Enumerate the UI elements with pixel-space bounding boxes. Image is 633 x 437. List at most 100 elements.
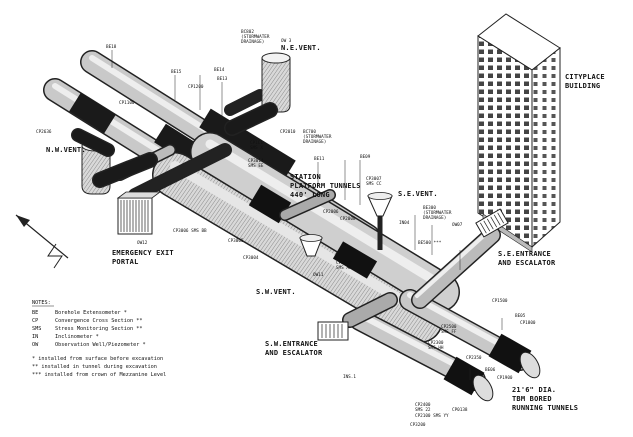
label-be14: BE14 [214,67,225,73]
cityplace-building [477,13,561,253]
label-be500: BE500 *** [418,240,442,246]
label-ins1: INS.1 [343,374,356,380]
label-cp1900: CP1900 [497,375,513,381]
label-be18: BE18 [106,44,117,50]
label-be05: BE05 [515,313,526,319]
label-be300-2: (STORMWATER [423,210,452,216]
sw-entrance-escalator [317,292,398,341]
label-cp1101-1: CP1C1 [250,140,263,146]
label-ow07: OW07 [452,222,463,228]
nw-vent-shaft [71,128,158,195]
se-entrance-label-1: S.E.ENTRANCE [498,250,551,258]
sw-entrance-label-1: S.W.ENTRANCE [265,340,318,348]
emergency-label-1: EMERGENCY EXIT [112,249,174,257]
label-cp1500: CP1500 [492,298,508,304]
legend-code-be: BE [32,310,38,316]
legend-code-ow: OW [32,342,39,348]
sw-entrance-label-2: AND ESCALATOR [265,349,323,357]
label-cp1800: CP1800 [520,320,536,326]
label-be13: BE13 [217,76,228,82]
footnote-2: ** installed in tunnel during excavation [32,364,157,370]
tbm-label-3: RUNNING TUNNELS [512,404,578,412]
label-cp3007-1: CP3007 [366,176,382,182]
tbm-label-2: TBM BORED [512,395,552,403]
label-cp2006: CP2006 [323,209,339,215]
label-ow3: OW 3 [281,38,292,44]
label-be300-3: DRAINAGE) [423,215,446,221]
tbm-label-1: 21'6" DIA. [512,386,556,394]
station-label-1: STATION [290,173,321,181]
label-cp3200: CP3200 [410,422,426,428]
label-cp3005: CP3005 [228,238,244,244]
legend-text-in: Inclinometer * [55,334,99,340]
label-cp2300-2: SMS HH [428,345,444,351]
cityplace-label-2: BUILDING [565,82,600,90]
label-cp2400-2: SMS 22 [415,407,431,413]
label-cp2500-1: CP2500 [441,324,457,330]
main-labels: N.E.VENT. N.W.VENT. S.E.VENT. S.W.VENT. … [46,44,605,412]
legend-text-be: Borehole Extensometer * [55,310,127,316]
label-bc700-3: DRAINAGE) [303,139,326,145]
legend-code-cp: CP [32,318,38,324]
label-cp3004: CP3004 [243,255,259,261]
label-cp2100: CP2100 SMS YY [415,413,449,419]
se-vent-shaft [367,192,393,250]
sw-vent-label: S.W.VENT. [256,288,296,296]
emergency-label-2: PORTAL [112,258,139,266]
station-label-2: PLATFORM TUNNELS [290,182,361,190]
legend-code-in: IN [32,334,38,340]
label-bc802-2: (STORMWATER [241,34,270,40]
cityplace-label-1: CITYPLACE [565,73,605,81]
label-cp2500-2: SMS FF [441,329,457,335]
label-cp3002-1: CP3002 [336,260,352,266]
label-be11: BE11 [314,156,325,162]
label-cp2400-1: CP2400 [415,402,431,408]
label-cp2350: CP2350 [466,355,482,361]
label-cp1101-2: SMS X [250,145,263,151]
footnote-3: *** installed from crown of Mezzanine Le… [32,372,166,378]
lower-running-tunnels [349,289,541,402]
label-ow11: OW11 [313,272,324,278]
label-cp3014-1: CP3014 [248,158,264,164]
nw-vent-label: N.W.VENT. [46,146,86,154]
instrument-labels: BE18 BC802 (STORMWATER DRAINAGE) OW 3 BE… [36,29,536,428]
legend-text-cp: Convergence Cross Section ** [55,318,142,324]
sw-vent-shaft [299,234,323,257]
station-platform-tunnel [152,132,460,343]
se-entrance-escalator [411,208,509,309]
label-cp3006: CP3006 SMS BB [173,228,207,234]
station-label-3: 440' LONG [290,191,330,199]
label-cp2008: CP2008 [340,216,356,222]
legend-text-sms: Stress Monitoring Section ** [55,326,142,332]
label-bc802-1: BC802 [241,29,254,35]
label-cp1200: CP1200 [188,84,204,90]
label-cp2010: CP2010 [280,129,296,135]
label-cp3002-2: SMS AA [336,265,352,271]
se-entrance-label-2: AND ESCALATOR [498,259,556,267]
label-cp2636: CP2636 [36,129,52,135]
label-be300-1: BE300 [423,205,436,211]
label-bc700-1: BC700 [303,129,316,135]
se-vent-label: S.E.VENT. [398,190,438,198]
label-bc802-3: DRAINAGE) [241,39,264,45]
ne-vent-label: N.E.VENT. [281,44,321,52]
legend-code-sms: SMS [32,326,41,332]
label-cp0138: CP0138 [452,407,468,413]
label-be06: BE06 [485,367,496,373]
label-be09: BE09 [360,154,371,160]
label-cp3007-2: SMS CC [366,181,382,187]
notes-legend: NOTES: BE Borehole Extensometer * CP Con… [32,300,166,378]
label-cp3014-2: SMS EE [248,163,264,169]
north-arrow [15,214,69,269]
instrument-leaders [111,50,503,380]
emergency-exit-portal [116,191,162,235]
label-be15: BE15 [171,69,182,75]
footnote-1: * installed from surface before excavati… [32,356,163,362]
legend-text-ow: Observation Well/Piezometer * [55,342,146,348]
label-ow12: OW12 [137,240,148,246]
label-bc700-2: (STORMWATER [303,134,332,140]
ne-vent-shaft [224,52,291,136]
label-in04: IN04 [399,220,410,226]
notes-title: NOTES: [32,300,51,306]
